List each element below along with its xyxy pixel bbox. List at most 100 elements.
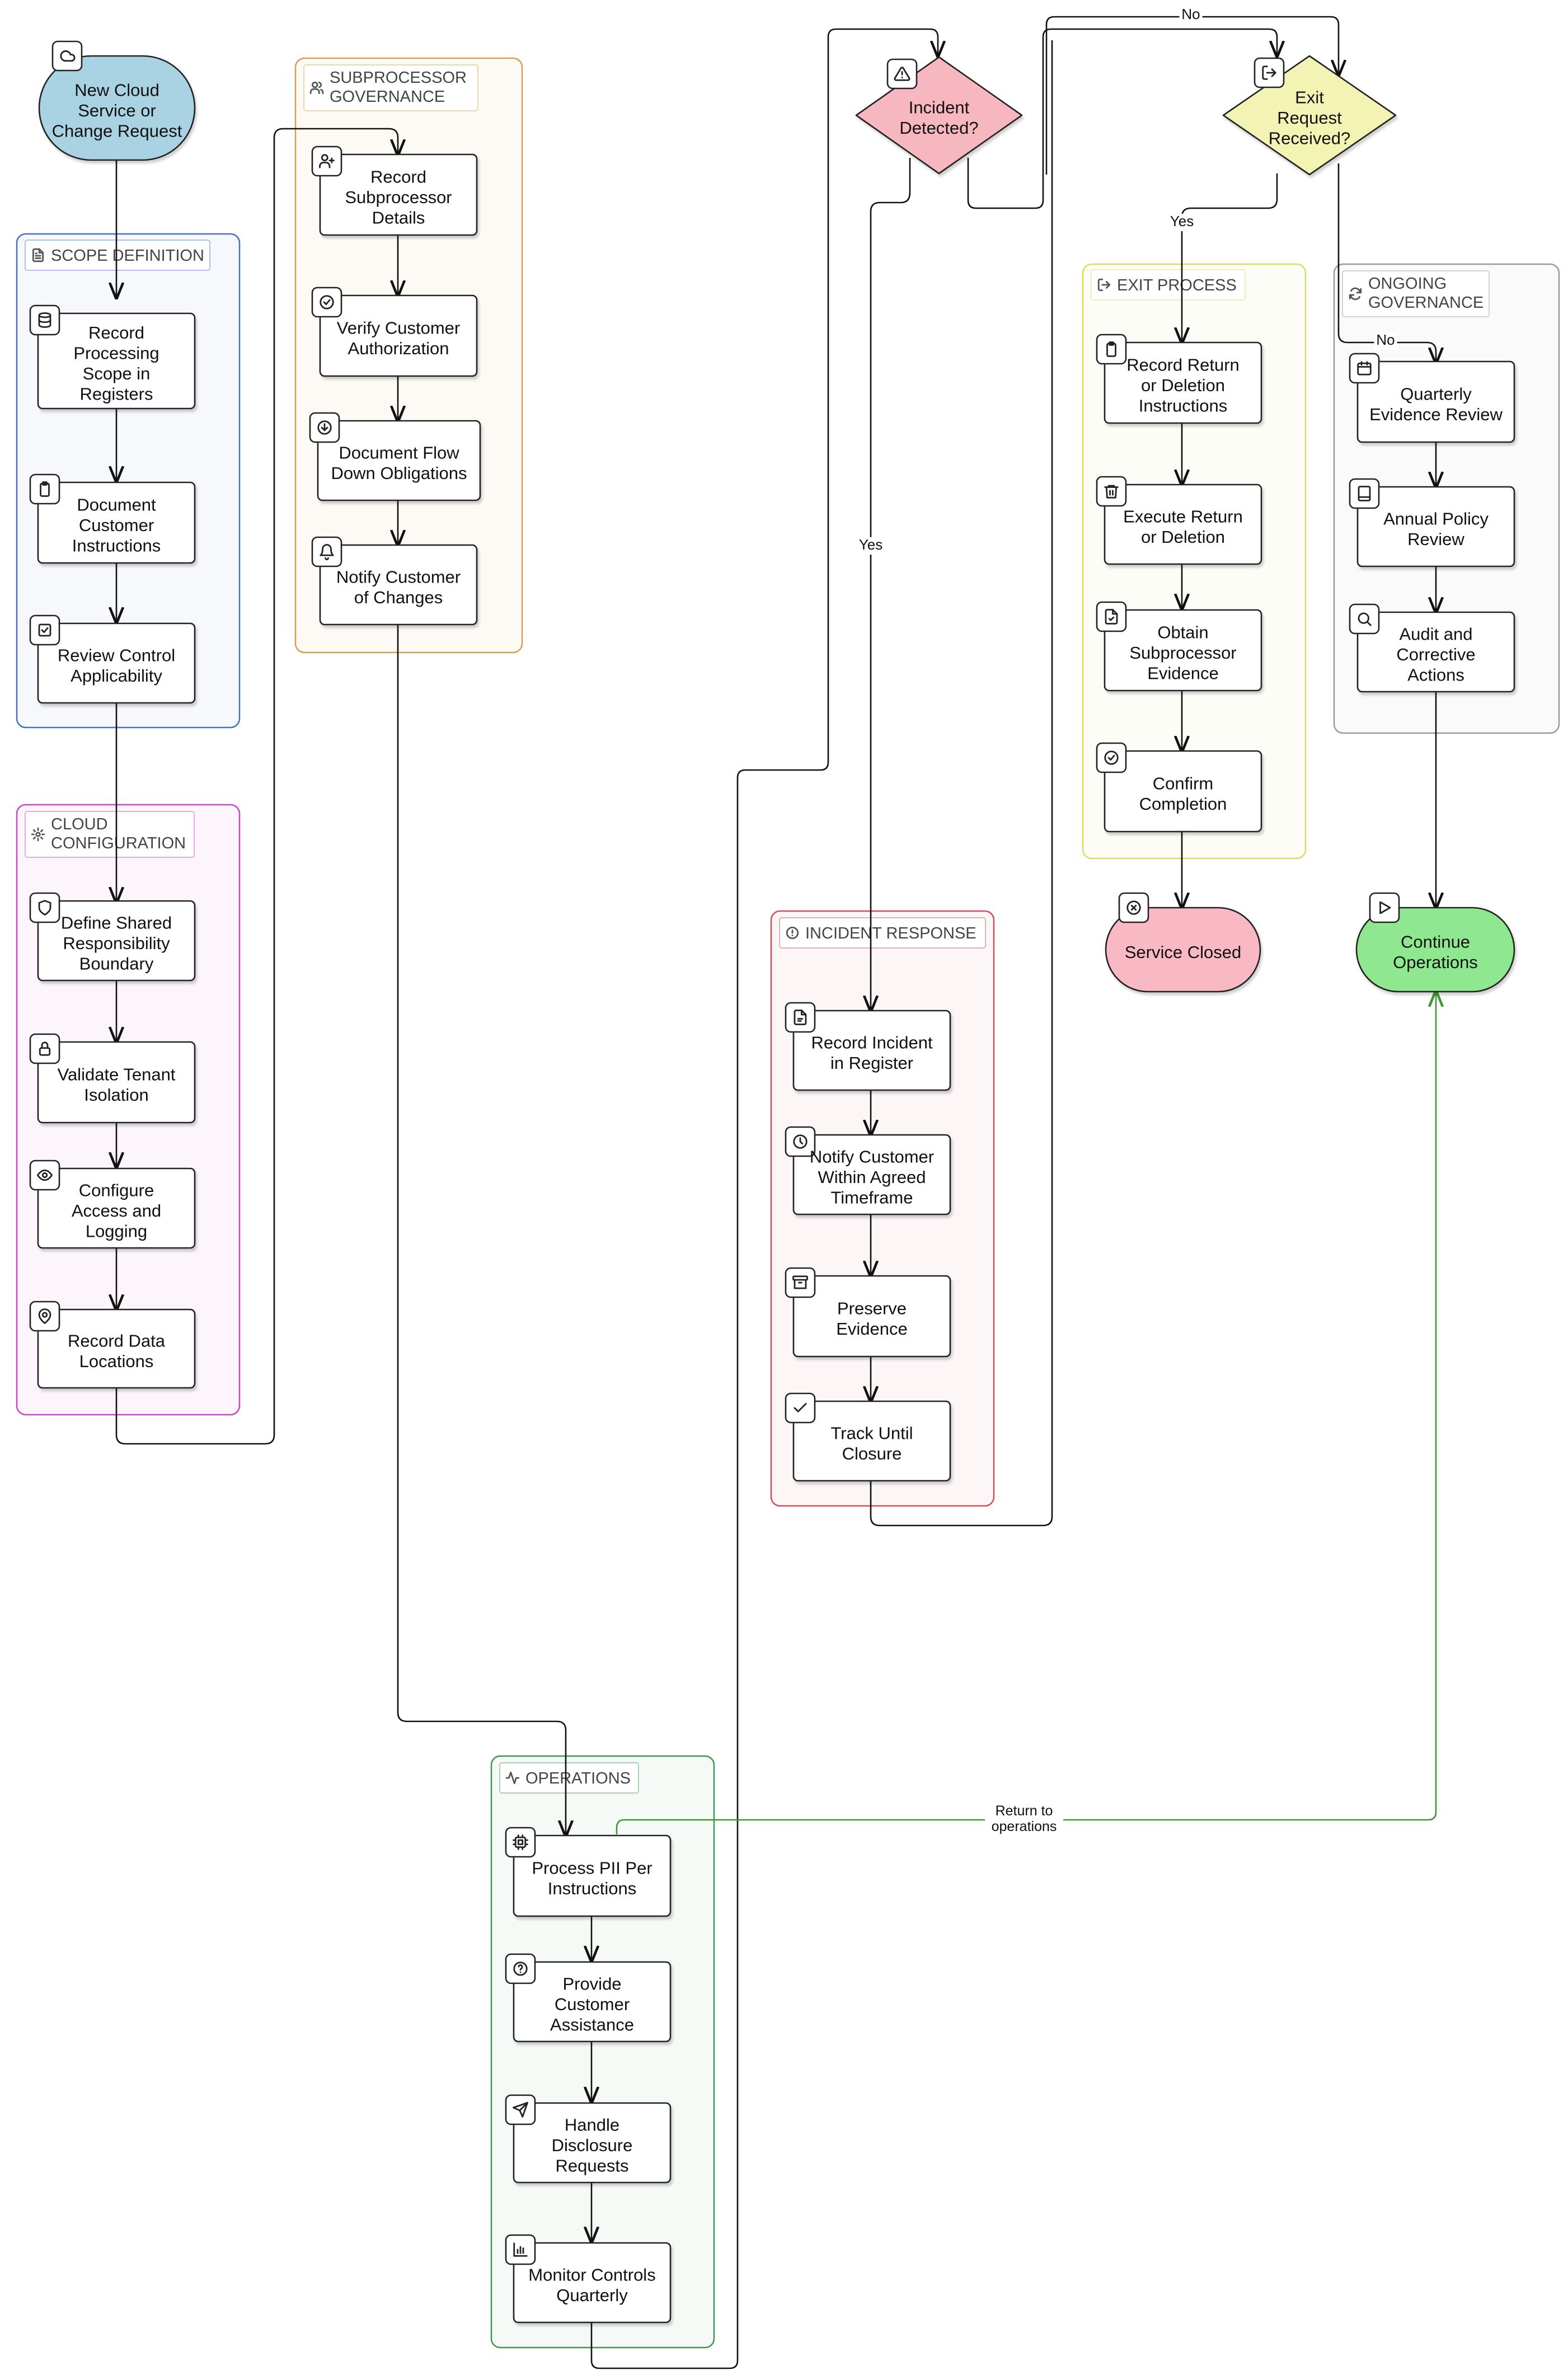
play-icon	[1379, 901, 1391, 914]
edge-label: operations	[992, 1819, 1057, 1834]
node-label-line: Quarterly	[556, 2285, 628, 2305]
node-label-line: Corrective	[1396, 645, 1475, 664]
edge-track-return	[870, 40, 1053, 1527]
icon-badge	[29, 473, 60, 505]
check-icon	[794, 1403, 807, 1412]
icon-badge	[51, 40, 83, 72]
node-label-line: Review	[1407, 529, 1464, 549]
node-label-line: Exit	[1295, 87, 1324, 107]
bar-chart-icon	[513, 2242, 528, 2257]
node-label-line: Provide	[562, 1974, 621, 1993]
edge-label: No	[1376, 331, 1395, 348]
node-label-line: Change Request	[52, 121, 182, 140]
node-label-line: Document	[77, 495, 156, 514]
group-title: EXIT PROCESS	[1117, 276, 1237, 294]
node-label-line: Monitor Controls	[528, 2265, 655, 2285]
node-label-line: Processing	[73, 344, 159, 363]
node-label-line: Notify Customer	[810, 1147, 934, 1166]
file-check-icon	[1105, 609, 1118, 625]
icon-badge	[29, 1301, 60, 1332]
node-label-line: Verify Customer	[337, 318, 461, 338]
clock-icon	[793, 1134, 808, 1149]
node-label-line: Quarterly	[1400, 384, 1472, 404]
archive-icon	[792, 1275, 808, 1289]
node-label-line: Applicability	[71, 666, 162, 686]
map-pin-icon	[38, 1308, 51, 1324]
node-label-line: Track Until	[831, 1424, 913, 1443]
arrow-down-circle-icon	[317, 420, 332, 435]
icon-badge	[785, 1392, 816, 1424]
node-label-line: or Deletion	[1141, 527, 1225, 547]
node-label-line: Instructions	[548, 1879, 637, 1898]
node-label-line: Annual Policy	[1383, 509, 1489, 529]
help-circle-icon	[513, 1961, 528, 1976]
icon-badge	[311, 287, 342, 318]
icon-badge	[1254, 57, 1285, 88]
node-label-line: Obtain	[1157, 622, 1208, 642]
node-label-line: Instructions	[72, 536, 161, 555]
icon-badge	[29, 304, 60, 336]
node-label-line: New Cloud	[74, 80, 159, 100]
edge-label-bg	[1374, 332, 1397, 350]
node-label-line: Disclosure	[552, 2135, 633, 2155]
node-label-line: Requests	[556, 2156, 629, 2175]
icon-badge	[1096, 742, 1127, 773]
node-label-line: Actions	[1407, 665, 1464, 684]
cpu-icon	[513, 1834, 528, 1850]
tablet-icon	[1358, 486, 1371, 501]
node-label-line: Registers	[80, 384, 153, 404]
node-label-line: Evidence	[836, 1319, 908, 1339]
group-title: CONFIGURATION	[51, 834, 186, 852]
group-title: GOVERNANCE	[1368, 294, 1484, 312]
node-label-line: Service or	[78, 101, 156, 120]
node-closed[interactable]: Service Closed	[1105, 892, 1261, 993]
node-label-line: Subprocessor	[1129, 643, 1236, 663]
node-label-line: Subprocessor	[345, 187, 452, 207]
node-label-line: Process PII Per	[532, 1858, 652, 1878]
search-icon	[1358, 612, 1372, 626]
clipboard-icon	[1106, 341, 1116, 357]
icon-badge	[785, 1002, 816, 1033]
icon-badge	[1349, 478, 1380, 509]
node-label-line: Isolation	[84, 1085, 148, 1105]
